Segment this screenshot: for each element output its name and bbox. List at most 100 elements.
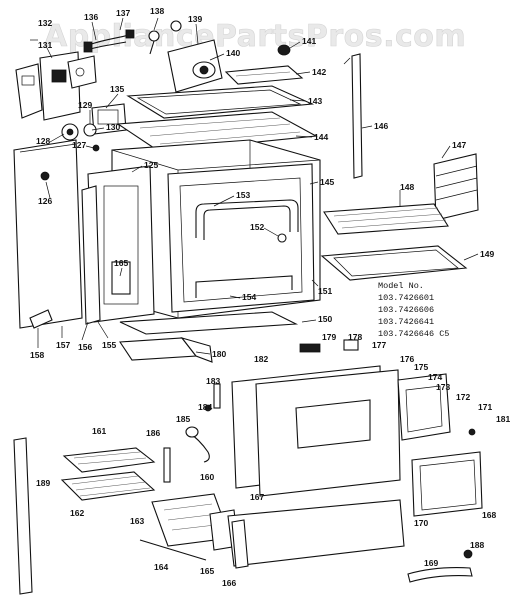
- callout: 131: [38, 40, 52, 50]
- clock-timer: [91, 103, 127, 135]
- callout: 129: [78, 100, 92, 110]
- callout: 171: [478, 402, 492, 412]
- callout: 157: [56, 340, 70, 350]
- drawer-handle: [407, 549, 473, 583]
- callout: 148: [400, 182, 414, 192]
- callout: 188: [470, 540, 484, 550]
- wire-harness: [83, 29, 135, 53]
- callout: 167: [250, 492, 264, 502]
- door-handle-side: [213, 383, 221, 409]
- callout: 145: [320, 177, 334, 187]
- callout: 183: [206, 376, 220, 386]
- callout: 189: [36, 478, 50, 488]
- callout: 132: [38, 18, 52, 28]
- callout: 169: [424, 558, 438, 568]
- model-number-block: Model No. 103.7426601 103.7426606 103.74…: [378, 281, 449, 339]
- callout: 136: [84, 12, 98, 22]
- callout: 140: [226, 48, 240, 58]
- callout: 153: [236, 190, 250, 200]
- callout: 155: [102, 340, 116, 350]
- callout: 146: [374, 121, 388, 131]
- callout: 168: [482, 510, 496, 520]
- oven-rack: [323, 203, 449, 235]
- drawer-side-rail: [13, 437, 33, 595]
- callout: 144: [314, 132, 328, 142]
- cooktop-frame: [126, 85, 315, 119]
- door-hinge-parts: [299, 339, 359, 353]
- callout: 151: [318, 286, 332, 296]
- bake-element: [195, 275, 293, 298]
- callout: 161: [92, 426, 106, 436]
- oven-light-bulb: [277, 233, 287, 243]
- callout: 174: [428, 372, 442, 382]
- callout: 178: [348, 332, 362, 342]
- callout: 185: [176, 414, 190, 424]
- callout: 143: [308, 96, 322, 106]
- callout: 164: [154, 562, 168, 572]
- kick-plate: [119, 337, 213, 363]
- model-number-1: 103.7426601: [378, 293, 434, 303]
- callout: 137: [116, 8, 130, 18]
- callout: 166: [222, 578, 236, 588]
- callout: 163: [130, 516, 144, 526]
- control-panel-bracket: [167, 39, 223, 93]
- callout: 138: [150, 6, 164, 16]
- storage-drawer-tray-lower: [60, 471, 156, 501]
- callout: 173: [436, 382, 450, 392]
- door-outer-panel: [255, 369, 401, 497]
- callout: 156: [78, 342, 92, 352]
- burner-box: [116, 111, 318, 153]
- callout: 165: [200, 566, 214, 576]
- bracket-165-upper: [111, 261, 131, 295]
- callout: 175: [414, 362, 428, 372]
- model-number-2: 103.7426606: [378, 305, 434, 315]
- storage-drawer-tray-upper: [62, 447, 156, 473]
- callout: 135: [110, 84, 124, 94]
- leader-lines: [30, 17, 479, 355]
- drawer-slide: [139, 539, 207, 561]
- callout: 180: [212, 349, 226, 359]
- callout: 165: [114, 258, 128, 268]
- callout: 139: [188, 14, 202, 24]
- top-trim-strip: [224, 65, 304, 85]
- callout: 160: [200, 472, 214, 482]
- callout: 149: [480, 249, 494, 259]
- callout: 126: [38, 196, 52, 206]
- oven-bottom-panel: [119, 311, 299, 335]
- callout: 130: [106, 122, 120, 132]
- callout: 162: [70, 508, 84, 518]
- rack-guide: [433, 153, 479, 221]
- callout: 179: [322, 332, 336, 342]
- door-hinge-arm: [185, 426, 210, 463]
- watermark: AppliancePartsPros.com: [44, 19, 466, 54]
- callout: 172: [456, 392, 470, 402]
- screw-126: [40, 171, 50, 181]
- callout: 170: [414, 518, 428, 528]
- side-strip: [81, 185, 101, 325]
- callout: 181: [496, 414, 510, 424]
- callout: 184: [198, 402, 212, 412]
- lamp-socket: [277, 44, 291, 56]
- model-number-3: 103.7426641: [378, 317, 434, 327]
- callout: 147: [452, 140, 466, 150]
- callout: 177: [372, 340, 386, 350]
- model-heading: Model No.: [378, 281, 424, 291]
- drawer-front-panel: [227, 499, 405, 569]
- callout: 128: [36, 136, 50, 146]
- callout: 182: [254, 354, 268, 364]
- callout: 141: [302, 36, 316, 46]
- callout: 127: [72, 140, 86, 150]
- callout: 158: [30, 350, 44, 360]
- callout: 176: [400, 354, 414, 364]
- callout: 125: [144, 160, 158, 170]
- thermostat-knob-parts: [148, 20, 182, 55]
- leveling-leg: [29, 309, 53, 329]
- model-number-4: 103.7426646 C5: [378, 329, 449, 339]
- door-screws: [204, 404, 476, 436]
- callout-labels: 132 131 136 137 138 139 140 141 142 143 …: [30, 6, 510, 588]
- window-glass: [411, 451, 483, 517]
- callout: 186: [146, 428, 160, 438]
- callout: 150: [318, 314, 332, 324]
